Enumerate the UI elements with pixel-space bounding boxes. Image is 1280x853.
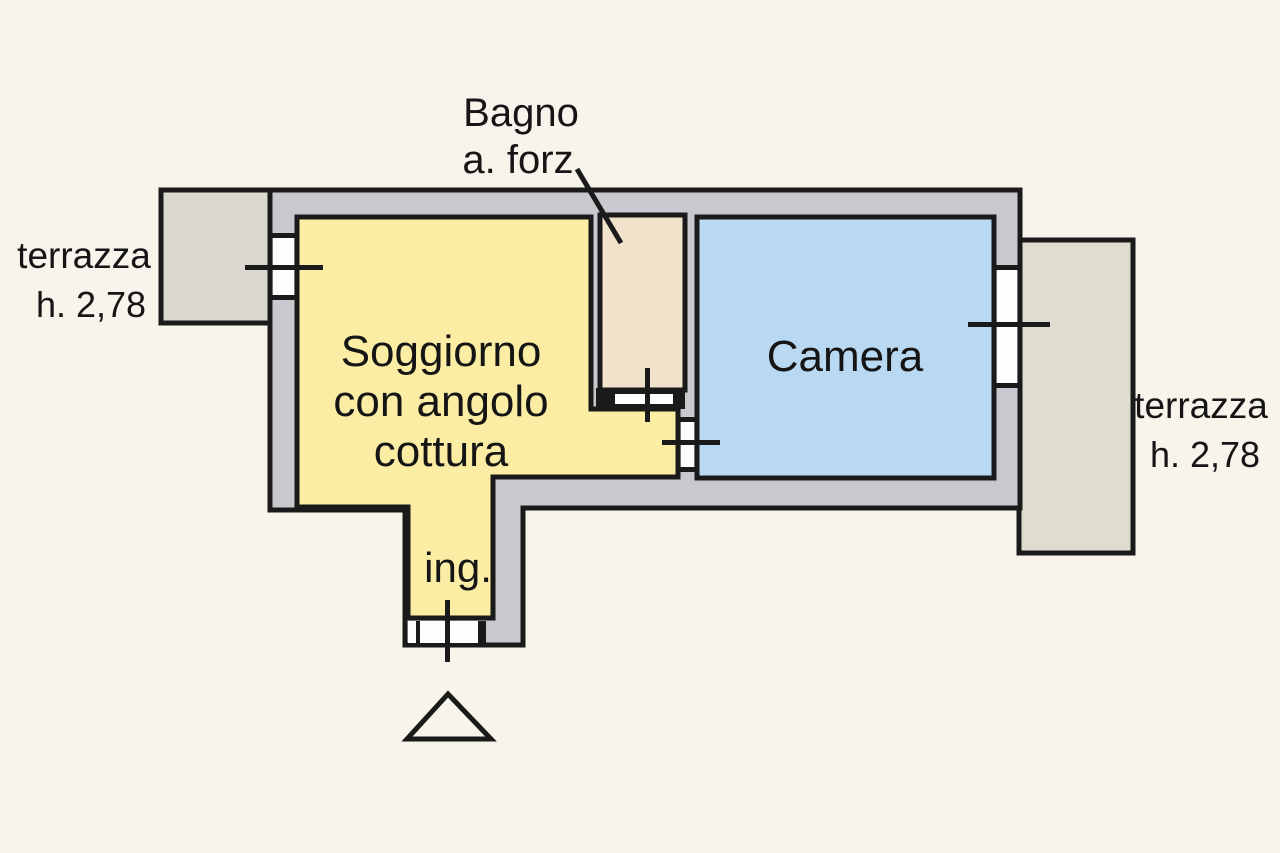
terrace-left-height-label: h. 2,78 (36, 284, 146, 325)
right-window-cap-top (994, 265, 1021, 270)
bagno-leader-line (574, 167, 624, 245)
left-window-cap-top (270, 233, 297, 238)
entrance-door-jamb (478, 621, 486, 643)
room-soggiorno (294, 214, 681, 621)
terrace-left-area (158, 187, 275, 326)
terrace-right-label: terrazza (1134, 385, 1268, 426)
soggiorno-label-line1: Soggiorno (341, 327, 542, 376)
room-bagno (597, 212, 688, 393)
left-window-cap-bottom (270, 295, 297, 300)
camera-door-cap-top (678, 417, 697, 422)
bagno-label: Bagno (463, 91, 579, 135)
bagno-door-tick (645, 368, 650, 422)
terrace-right-height-label: h. 2,78 (1150, 434, 1260, 475)
camera-label: Camera (767, 332, 924, 381)
left-window-tick (245, 265, 323, 270)
soggiorno-label-line2: con angolo (333, 377, 548, 426)
soggiorno-label-line3: cottura (374, 427, 509, 476)
entrance-door-opening (408, 621, 478, 643)
terrace-left-label: terrazza (17, 235, 151, 276)
camera-door-cap-bottom (678, 467, 697, 472)
entrance-door-tick (445, 600, 450, 662)
terrace-right-area (1016, 237, 1136, 556)
entrance-door-divider (416, 621, 420, 643)
bagno-note-label: a. forz (462, 138, 573, 182)
room-camera (694, 214, 997, 481)
entrance-triangle-icon (401, 690, 497, 742)
right-window-tick (968, 322, 1050, 327)
bagno-door-opening (615, 394, 673, 404)
entrance-label: ing. (424, 544, 492, 591)
right-window-cap-bottom (994, 383, 1021, 388)
camera-door-tick (662, 440, 720, 445)
